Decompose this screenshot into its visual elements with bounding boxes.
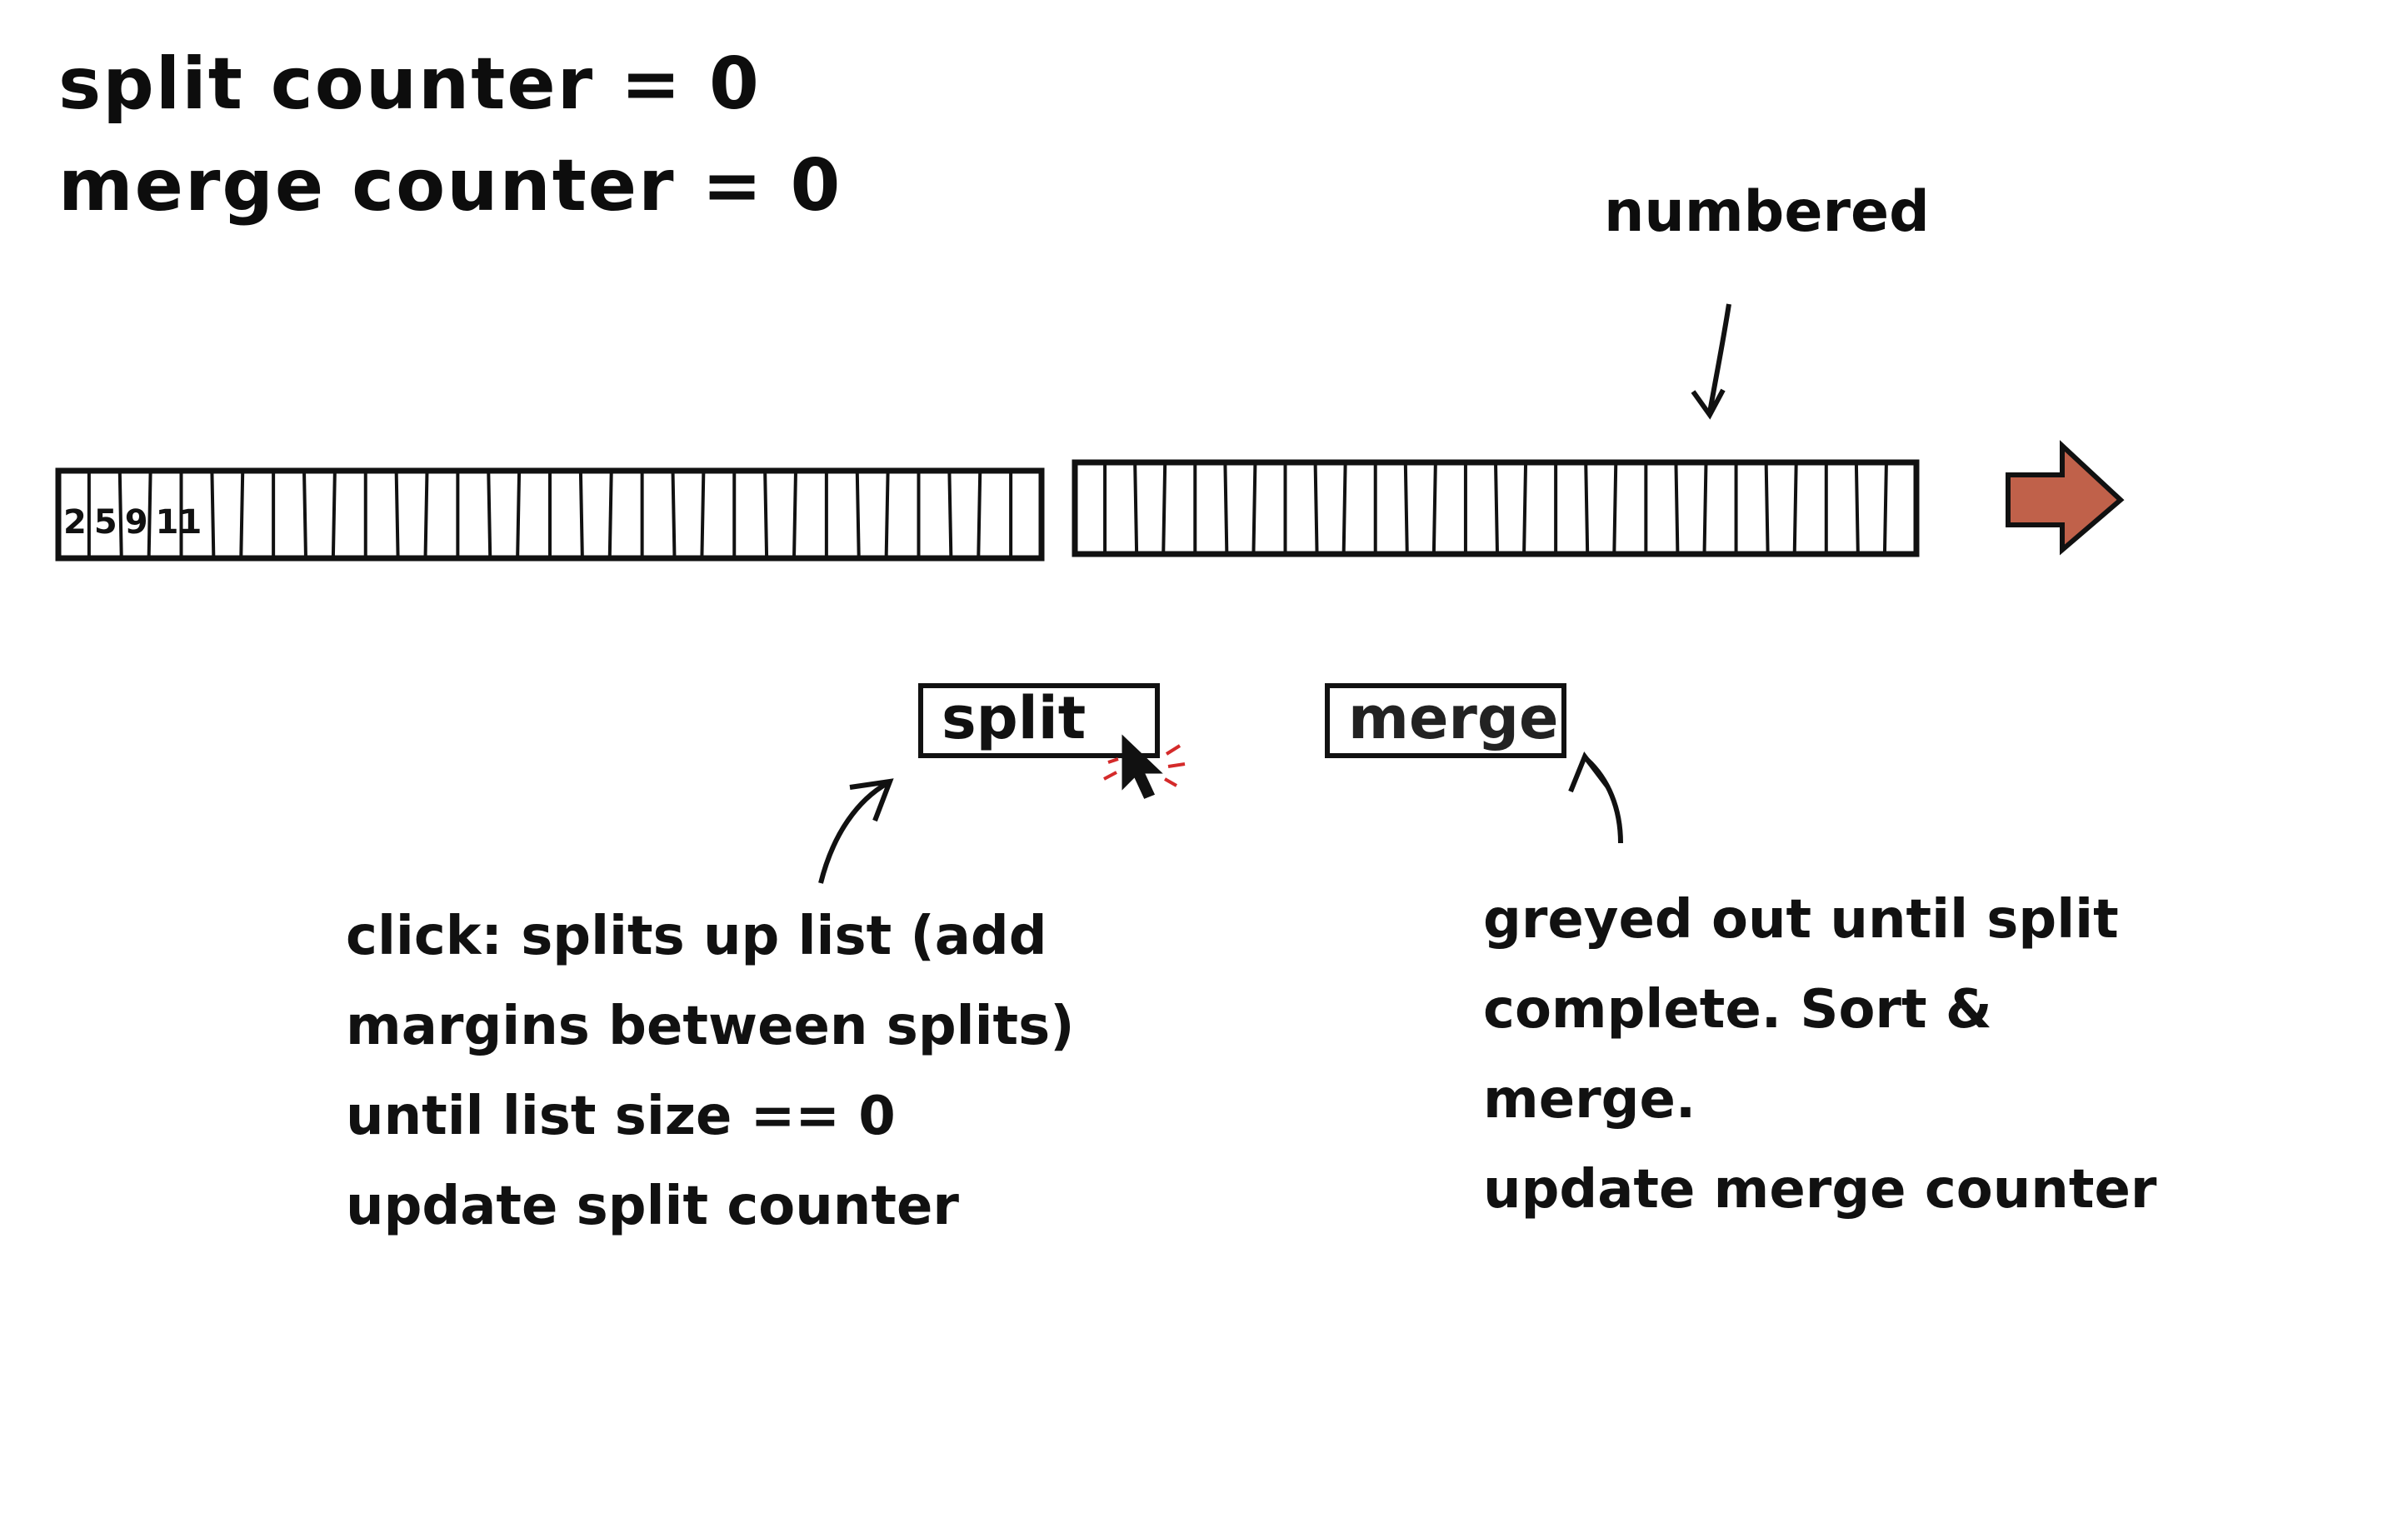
list-cell-divider [1403, 462, 1409, 555]
list-cell-divider [607, 470, 613, 559]
numbered-arrow-shaft [1707, 303, 1731, 413]
merge-note-line: merge. [1483, 1069, 1696, 1131]
list-cell-divider [855, 470, 861, 559]
list-cell-divider [792, 470, 797, 559]
merge-note-arrow-shaft [1585, 757, 1623, 844]
list-cell-divider [487, 470, 492, 559]
list-cell-divider [977, 470, 982, 559]
split-button[interactable]: split [918, 683, 1160, 758]
merge-note-line: update merge counter [1483, 1159, 2157, 1221]
list-cell-divider [947, 470, 953, 559]
list-cell-number: 5 [94, 503, 117, 542]
counters-panel: split counter = 0 merge counter = 0 [58, 33, 842, 237]
list-cell-divider [1674, 462, 1680, 555]
list-cell-divider [331, 470, 337, 559]
merge-note: greyed out until split complete. Sort & … [1483, 875, 2156, 1235]
split-note-line: click: splits up list (add [346, 906, 1047, 967]
merge-button[interactable]: merge [1325, 683, 1566, 758]
list-cell-divider [516, 470, 522, 559]
list-cells [87, 462, 1888, 559]
merge-counter: merge counter = 0 [58, 144, 842, 227]
list-cell-divider [578, 470, 584, 559]
list-cell-divider [1341, 462, 1347, 555]
list-cell-divider [1251, 462, 1257, 555]
split-note-line: update split counter [346, 1176, 959, 1237]
numbered-annotation: numbered [1604, 179, 1930, 245]
list-cell-divider [700, 470, 706, 559]
list-cell-divider [1223, 462, 1229, 555]
split-note-arrow-head [849, 778, 894, 822]
numbered-arrow-head [1691, 388, 1726, 420]
merge-note-line: greyed out until split [1483, 889, 2119, 951]
list-cell-divider [1612, 462, 1618, 555]
merge-note-line: complete. Sort & [1483, 979, 1992, 1041]
merge-note-arrow-head [1568, 751, 1611, 793]
list-cell-divider [763, 470, 769, 559]
click-cursor-icon [1103, 734, 1186, 799]
list-cell-divider [1313, 462, 1319, 555]
split-counter: split counter = 0 [58, 42, 761, 126]
list-cell-divider [394, 470, 400, 559]
list-cell-divider [1133, 462, 1139, 555]
list-cell-divider [117, 470, 123, 559]
list-cell-divider [671, 470, 677, 559]
next-arrow-icon [2006, 440, 2125, 556]
list-cell-divider [1764, 462, 1770, 555]
list-cell-divider [1882, 462, 1888, 555]
list-cell-divider [1854, 462, 1860, 555]
list-cell-number: 11 [156, 503, 202, 542]
list-cell-number: 9 [125, 503, 148, 542]
list-cell-divider [239, 470, 245, 559]
list-cell-divider [1792, 462, 1798, 555]
split-note-arrow-shaft [818, 781, 889, 884]
list-cell-divider [1431, 462, 1437, 555]
split-note-line: margins between splits) [346, 996, 1075, 1057]
list-cell-divider [884, 470, 890, 559]
list-cell-number: 2 [63, 503, 87, 542]
list-cell-divider [302, 470, 307, 559]
split-note-line: until list size == 0 [346, 1086, 896, 1147]
list-cell-divider [1702, 462, 1708, 555]
list-cell-divider [1162, 462, 1167, 555]
list-cell-divider [1494, 462, 1499, 555]
list-cell-divider [1522, 462, 1528, 555]
list-cell-divider [423, 470, 429, 559]
split-note: click: splits up list (add margins betwe… [346, 891, 1074, 1251]
list-cell-divider [210, 470, 216, 559]
list-cell-divider [147, 470, 152, 559]
list-cell-divider [1584, 462, 1590, 555]
